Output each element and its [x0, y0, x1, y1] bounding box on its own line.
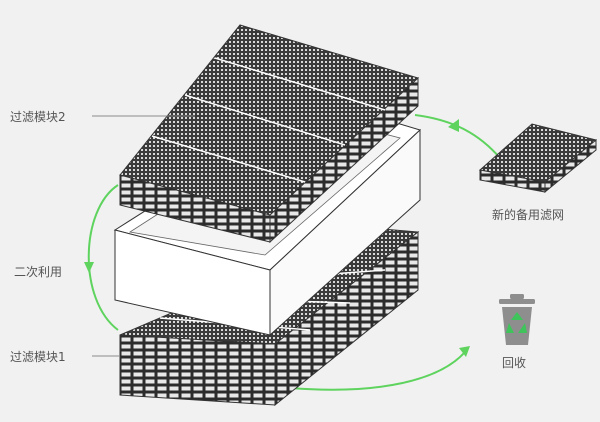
label-recycle: 回收 — [502, 356, 527, 370]
recycle-bin-icon — [499, 294, 535, 345]
label-new-spare-filter: 新的备用滤网 — [492, 208, 565, 222]
label-filter-module-2: 过滤模块2 — [10, 110, 66, 124]
label-secondary-use: 二次利用 — [14, 265, 63, 279]
arrow-bottom-to-recycle — [289, 351, 466, 391]
spare-filter — [478, 123, 598, 194]
arrow-new-to-top — [414, 114, 508, 166]
label-filter-module-1: 过滤模块1 — [10, 350, 66, 364]
arrow-head-new — [448, 119, 459, 132]
arrow-top-to-bottom — [87, 184, 119, 331]
arrow-head-down — [84, 262, 94, 273]
filter-module-2 — [119, 24, 419, 244]
arrow-head-recycle — [459, 346, 470, 357]
